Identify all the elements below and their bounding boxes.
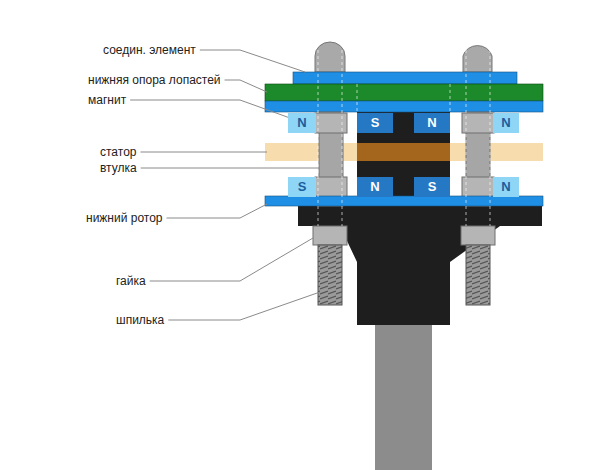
magnet-block: S <box>414 177 450 197</box>
nut <box>462 113 494 133</box>
part-label: соедин. элемент <box>103 43 196 57</box>
connecting-plate <box>293 72 517 84</box>
stud <box>466 245 490 305</box>
bolt-head <box>463 46 492 72</box>
magnet-block: S <box>357 113 393 133</box>
pole-letter: N <box>370 180 379 194</box>
nut <box>461 226 495 245</box>
magnet-block: N <box>357 177 393 197</box>
part-label: магнит <box>88 93 126 107</box>
stator-core <box>357 143 450 161</box>
part-label: шпилька <box>116 313 164 327</box>
leader-line <box>141 168 319 169</box>
magnet <box>463 113 519 133</box>
shaft <box>375 323 432 470</box>
pole-letter: N <box>501 180 510 194</box>
magnet <box>463 177 519 197</box>
magnet-block: N <box>414 113 450 133</box>
nut <box>313 226 347 245</box>
lower-rotor <box>265 196 543 206</box>
pole-letter: N <box>427 116 436 130</box>
blade-support <box>265 84 543 101</box>
magnet <box>288 177 346 197</box>
part-label: нижняя опора лопастей <box>88 73 221 87</box>
part-label: втулка <box>100 161 137 175</box>
pole-letter: N <box>501 116 510 130</box>
magnet-block: N <box>493 113 519 133</box>
pole-letter: N <box>297 116 306 130</box>
leader-line <box>200 50 305 72</box>
magnet-block: S <box>288 177 316 197</box>
magnet-block: N <box>288 113 316 133</box>
pole-letter: S <box>428 180 437 194</box>
stud <box>318 245 342 305</box>
hidden-line <box>318 44 490 226</box>
leader-line <box>168 292 320 320</box>
stator <box>265 143 543 161</box>
leader-line <box>167 204 267 218</box>
leader-line <box>150 238 313 281</box>
leader-line <box>130 100 290 118</box>
part-label: гайка <box>116 274 146 288</box>
bolt-head <box>315 42 345 72</box>
magnet-block: N <box>493 177 519 197</box>
pole-letter: S <box>371 116 380 130</box>
part-label: статор <box>100 145 136 159</box>
leader-line <box>140 152 267 153</box>
leader-line <box>225 80 267 92</box>
part-label: нижний ротор <box>86 211 163 225</box>
pole-letter: S <box>298 180 307 194</box>
upper-rotor <box>265 101 543 112</box>
nut <box>462 177 494 197</box>
magnet <box>288 113 346 133</box>
